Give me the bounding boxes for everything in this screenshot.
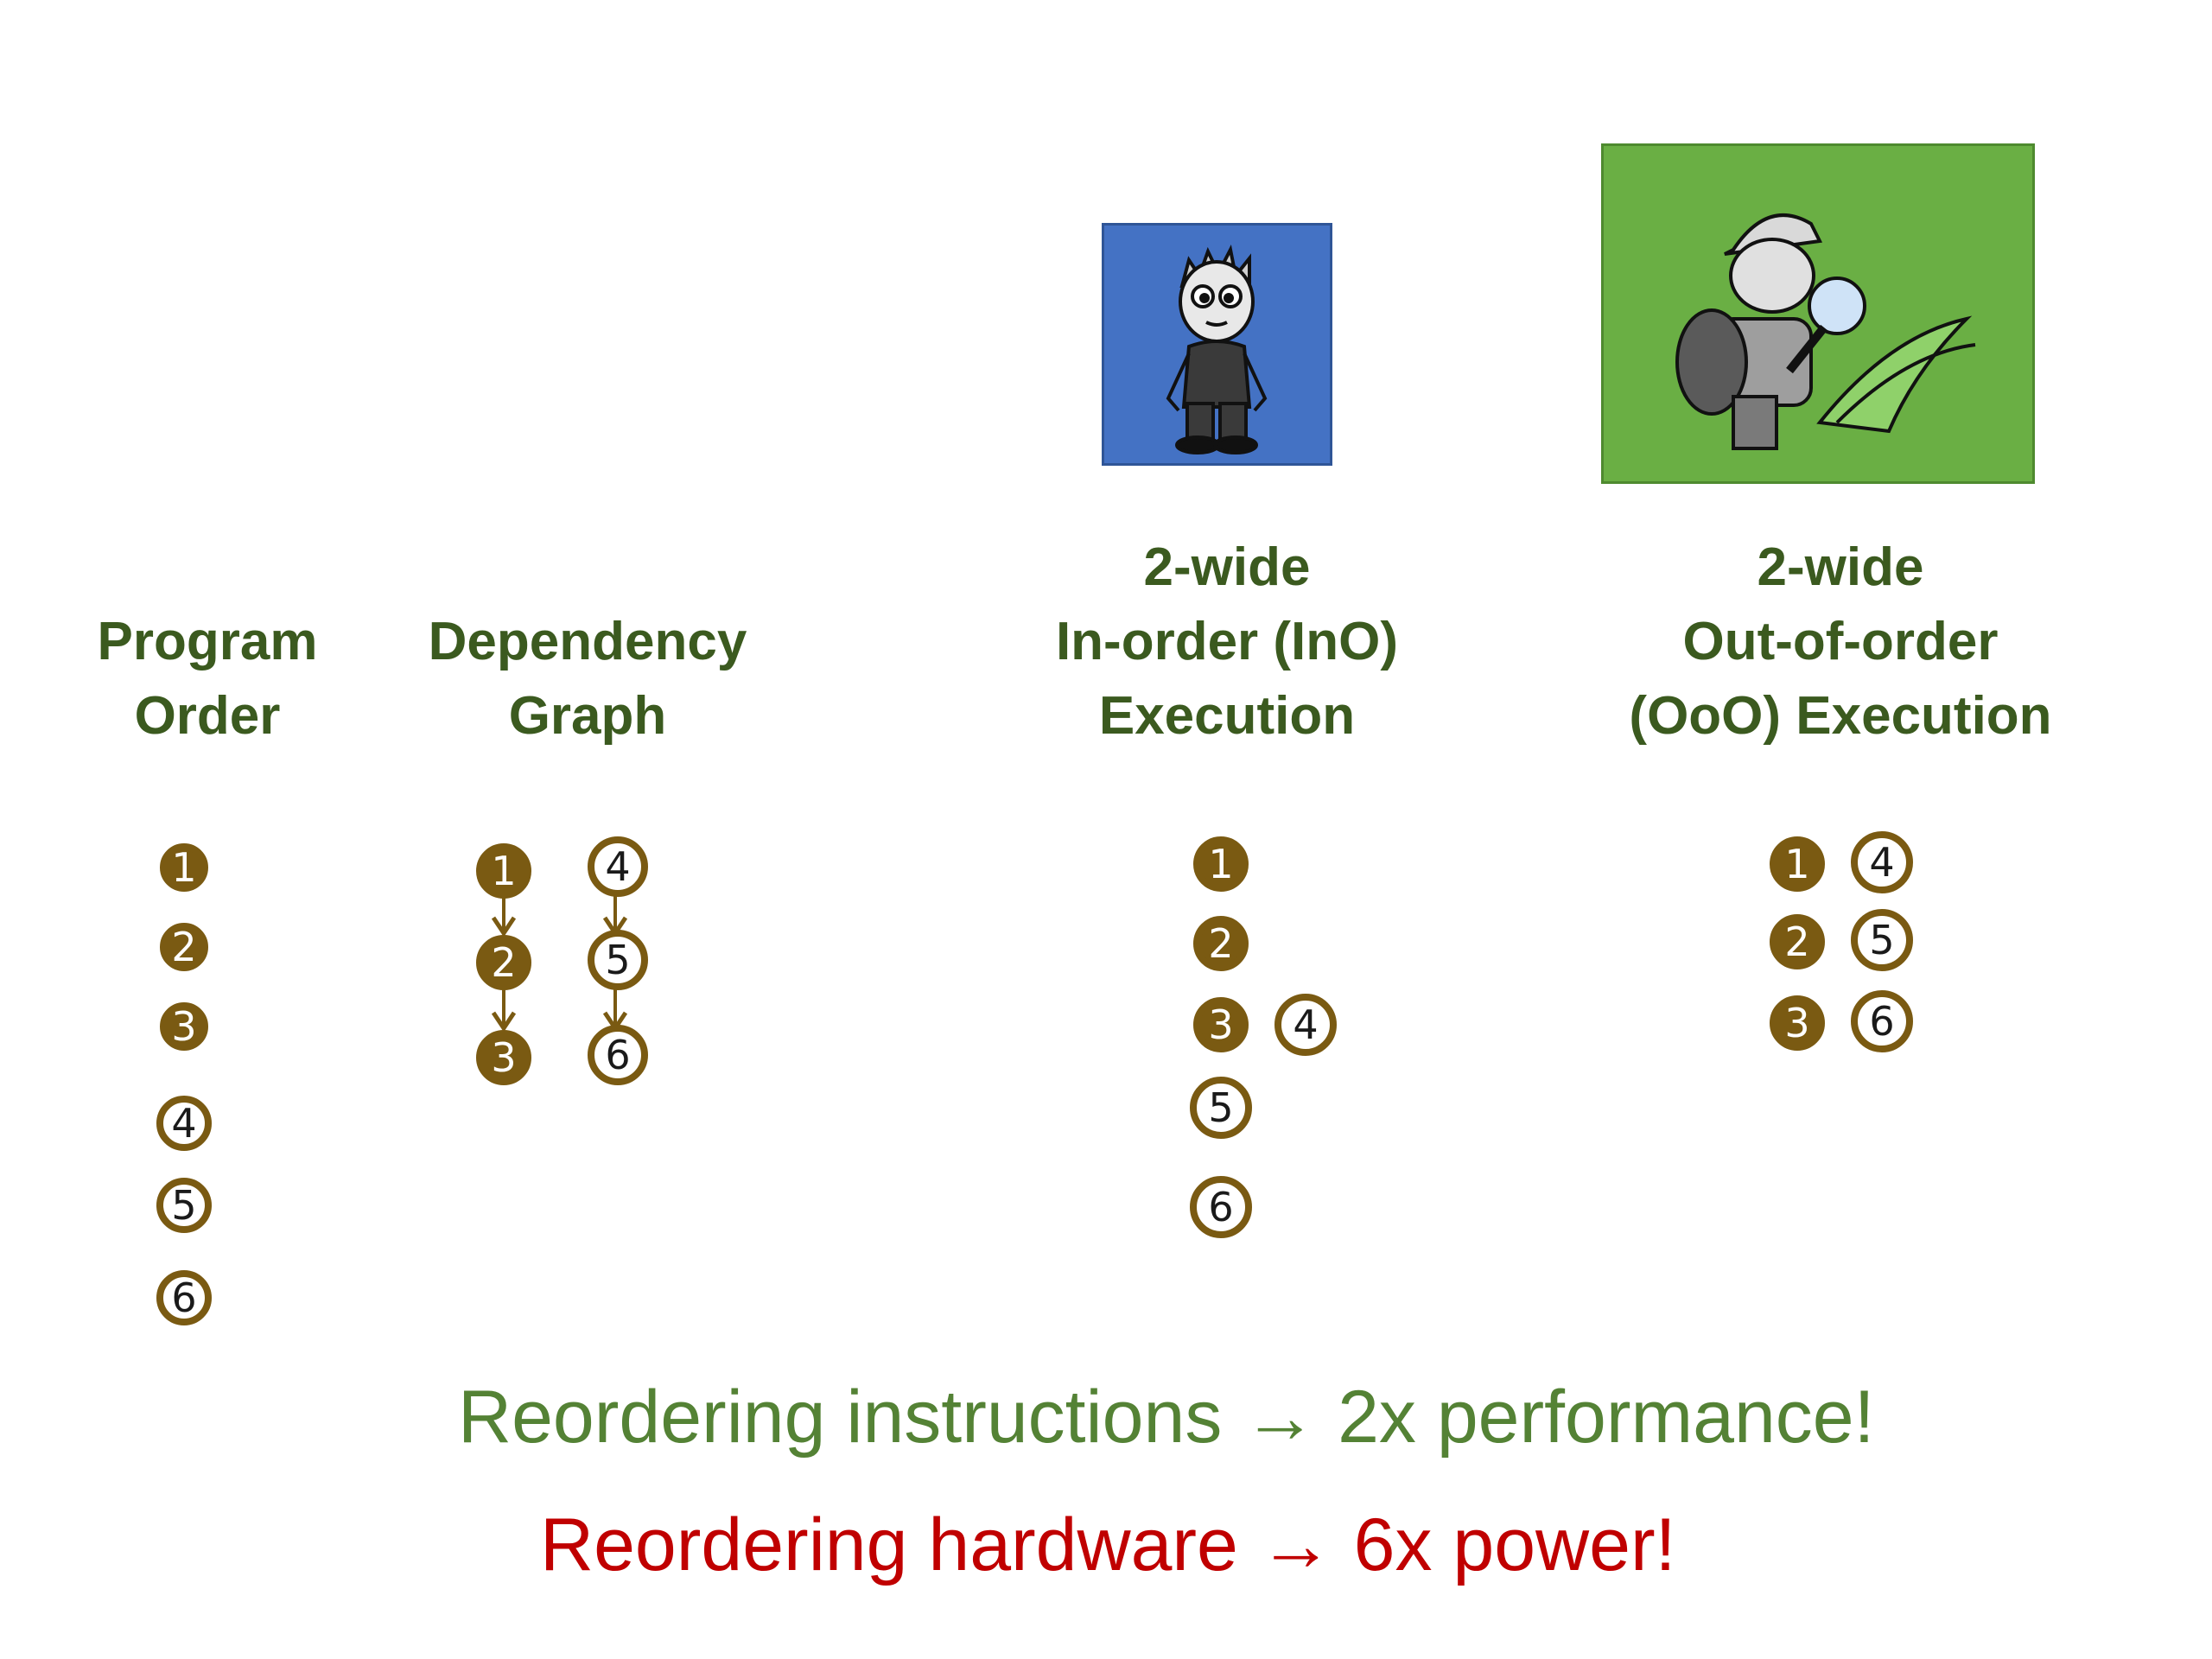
- heading-line: Order: [134, 686, 281, 746]
- heading-line: Execution: [1098, 686, 1356, 746]
- inorder-character-picture: [1102, 223, 1332, 466]
- ooo-node-6: 6: [1851, 990, 1913, 1052]
- dependency-node-3: 3: [476, 1030, 531, 1085]
- inorder-node-1: 1: [1193, 836, 1249, 892]
- heading-line: Dependency: [428, 612, 747, 671]
- heading-line: 2-wide: [1143, 537, 1311, 597]
- inorder-node-2: 2: [1193, 916, 1249, 971]
- program-order-node-2: 2: [160, 923, 208, 971]
- ooo-node-2: 2: [1770, 914, 1825, 969]
- inorder-node-5: 5: [1190, 1077, 1252, 1139]
- program-order-node-1: 1: [160, 843, 208, 892]
- heading-line: (OoO) Execution: [1629, 686, 2052, 746]
- cartoon-explorer-icon: [1675, 213, 1976, 450]
- edge-2-3-head: [491, 1011, 517, 1033]
- dependency-node-2: 2: [476, 935, 531, 990]
- tagline-hardware: Reordering hardware → 6x power!: [540, 1503, 1676, 1586]
- inorder-node-6: 6: [1190, 1176, 1252, 1238]
- program-order-node-3: 3: [160, 1002, 208, 1051]
- program-order-node-4: 4: [156, 1096, 212, 1151]
- ooo-node-3: 3: [1770, 995, 1825, 1051]
- heading-line: 2-wide: [1757, 537, 1924, 597]
- inorder-node-3: 3: [1193, 997, 1249, 1052]
- dependency-node-5: 5: [588, 930, 648, 990]
- program-order-node-5: 5: [156, 1178, 212, 1233]
- heading-line: Graph: [508, 686, 667, 746]
- heading-inorder: 2-wide In-order (InO) Execution: [1002, 531, 1452, 753]
- heading-ooo: 2-wide Out-of-order (OoO) Execution: [1607, 531, 2074, 753]
- dependency-node-4: 4: [588, 836, 648, 897]
- edge-1-2-head: [491, 916, 517, 938]
- heading-program-order: Program Order: [95, 605, 320, 753]
- ooo-node-5: 5: [1851, 909, 1913, 971]
- ooo-character-picture: [1601, 143, 2035, 484]
- heading-line: In-order (InO): [1055, 612, 1399, 671]
- tagline-instructions: Reordering instructions → 2x performance…: [458, 1376, 1875, 1459]
- ooo-node-1: 1: [1770, 836, 1825, 892]
- heading-line: Program: [97, 612, 318, 671]
- cartoon-boy-icon: [1166, 245, 1268, 454]
- heading-line: Out-of-order: [1682, 612, 1999, 671]
- inorder-node-4: 4: [1274, 994, 1337, 1056]
- ooo-node-4: 4: [1851, 831, 1913, 893]
- program-order-node-6: 6: [156, 1270, 212, 1325]
- dependency-node-1: 1: [476, 843, 531, 899]
- heading-dependency-graph: Dependency Graph: [406, 605, 769, 753]
- dependency-node-6: 6: [588, 1025, 648, 1085]
